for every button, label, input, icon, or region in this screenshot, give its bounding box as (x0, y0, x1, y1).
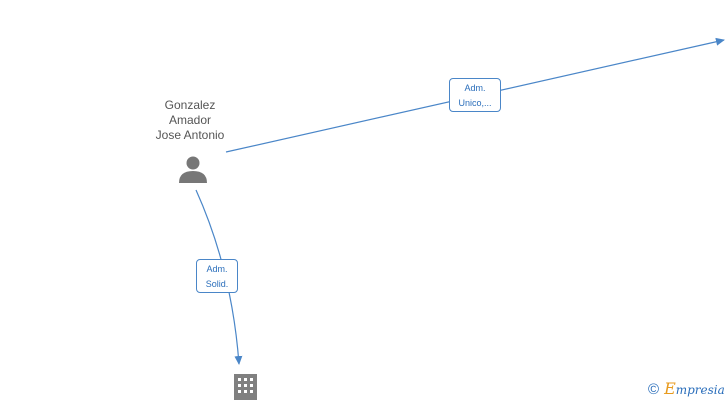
edge-label-line: Adm. (206, 264, 228, 274)
person-name-line: Amador (168, 113, 212, 127)
brand-logo-text: mpresia (675, 383, 725, 397)
edge-label-line: Unico,... (458, 98, 492, 108)
edge-label-line: Solid. (205, 279, 229, 289)
building-icon[interactable] (234, 374, 257, 400)
edge-label-adm-unico[interactable]: Adm. Unico,... (449, 78, 501, 112)
brand-logo-initial: E (664, 379, 676, 398)
empresia-watermark[interactable]: ©Empresia (648, 379, 725, 398)
person-icon[interactable] (179, 156, 207, 184)
copyright-icon: © (648, 381, 660, 398)
person-name-line: Gonzalez (164, 98, 216, 112)
person-name-line: Jose Antonio (155, 128, 225, 142)
person-name-label[interactable]: Gonzalez Amador Jose Antonio (140, 98, 240, 143)
edge-label-line: Adm. (464, 83, 486, 93)
edge-label-adm-solid[interactable]: Adm. Solid. (196, 259, 238, 293)
